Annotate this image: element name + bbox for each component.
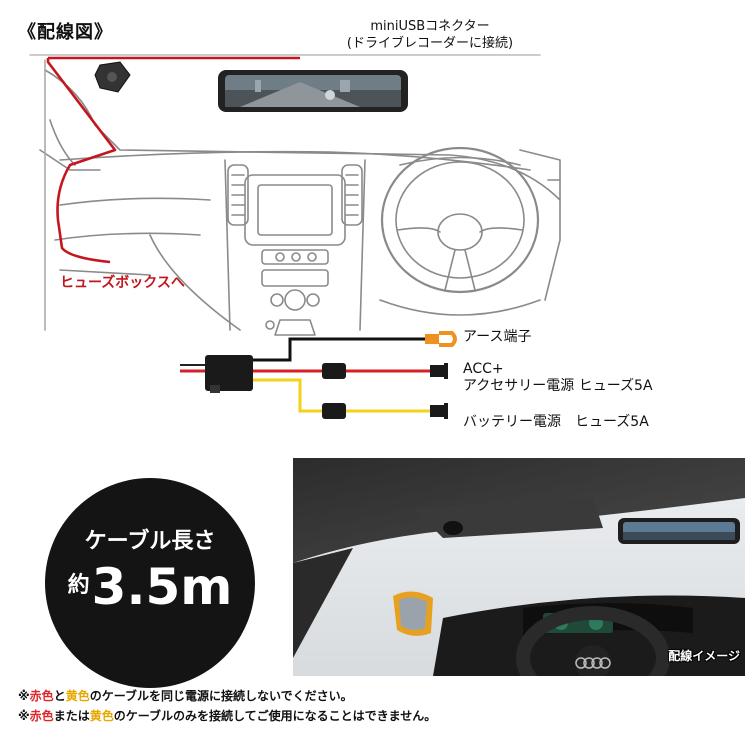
diagram-title: 《配線図》 [18,22,113,43]
note-1-suffix: のケーブルを同じ電源に接続しないでください。 [89,689,353,703]
note-1-mid: と [53,689,66,703]
battery-inline-fuse [322,403,346,419]
note-1-red-text: 赤色 [29,689,54,703]
front-camera-icon [94,61,131,93]
cable-length-value: 約3.5m [45,558,255,616]
acc-inline-fuse [322,363,346,379]
cable-length-badge [45,478,255,688]
caution-note-2: ※赤色または黄色のケーブルのみを接続してご使用になることはできません。 [18,706,436,726]
note-1-prefix: ※ [18,689,30,703]
car-interior-drawing [29,54,561,336]
mirror-recorder-icon [218,70,408,112]
battery-wire-yellow [253,378,430,413]
connector-label-line2: (ドライブレコーダーに接続) [346,36,514,51]
earth-terminal-icon [425,331,457,347]
acc-fuse-tap-icon [430,363,448,379]
earth-terminal-label: アース端子 [463,329,532,345]
connector-label-line1: miniUSBコネクター [370,19,490,34]
battery-label: バッテリー電源 ヒューズ5A [463,414,649,430]
note-2-suffix: のケーブルのみを接続してご使用になることはできません。 [113,709,437,723]
cable-length-heading: ケーブル長さ [84,529,216,554]
photo-caption: 配線イメージ [668,649,740,663]
note-2-mid: または [53,709,90,723]
cable-length-number: 3.5m [91,558,233,616]
installation-photo [293,458,745,676]
acc-label-line1: ACC+ [463,361,504,377]
car-interior-photo-illustration [293,458,745,676]
wiring-harness-diagram [180,331,457,419]
note-2-yellow-text: 黄色 [89,709,114,723]
note-2-red-text: 赤色 [29,709,54,723]
power-control-box [205,355,253,391]
connector-label: miniUSBコネクター (ドライブレコーダーに接続) [300,18,560,52]
earth-wire [250,337,425,362]
note-2-prefix: ※ [18,709,30,723]
acc-label-line2: アクセサリー電源 ヒューズ5A [463,378,653,394]
caution-note-1: ※赤色と黄色のケーブルを同じ電源に接続しないでください。 [18,686,436,706]
fuse-box-label: ヒューズボックスへ [60,275,185,291]
caution-notes: ※赤色と黄色のケーブルを同じ電源に接続しないでください。 ※赤色または黄色のケー… [18,686,436,726]
cable-length-prefix: 約 [67,573,90,598]
note-1-yellow-text: 黄色 [65,689,90,703]
acc-label: ACC+ アクセサリー電源 ヒューズ5A [463,361,653,395]
battery-fuse-tap-icon [430,403,448,419]
power-cable-route [46,56,300,264]
